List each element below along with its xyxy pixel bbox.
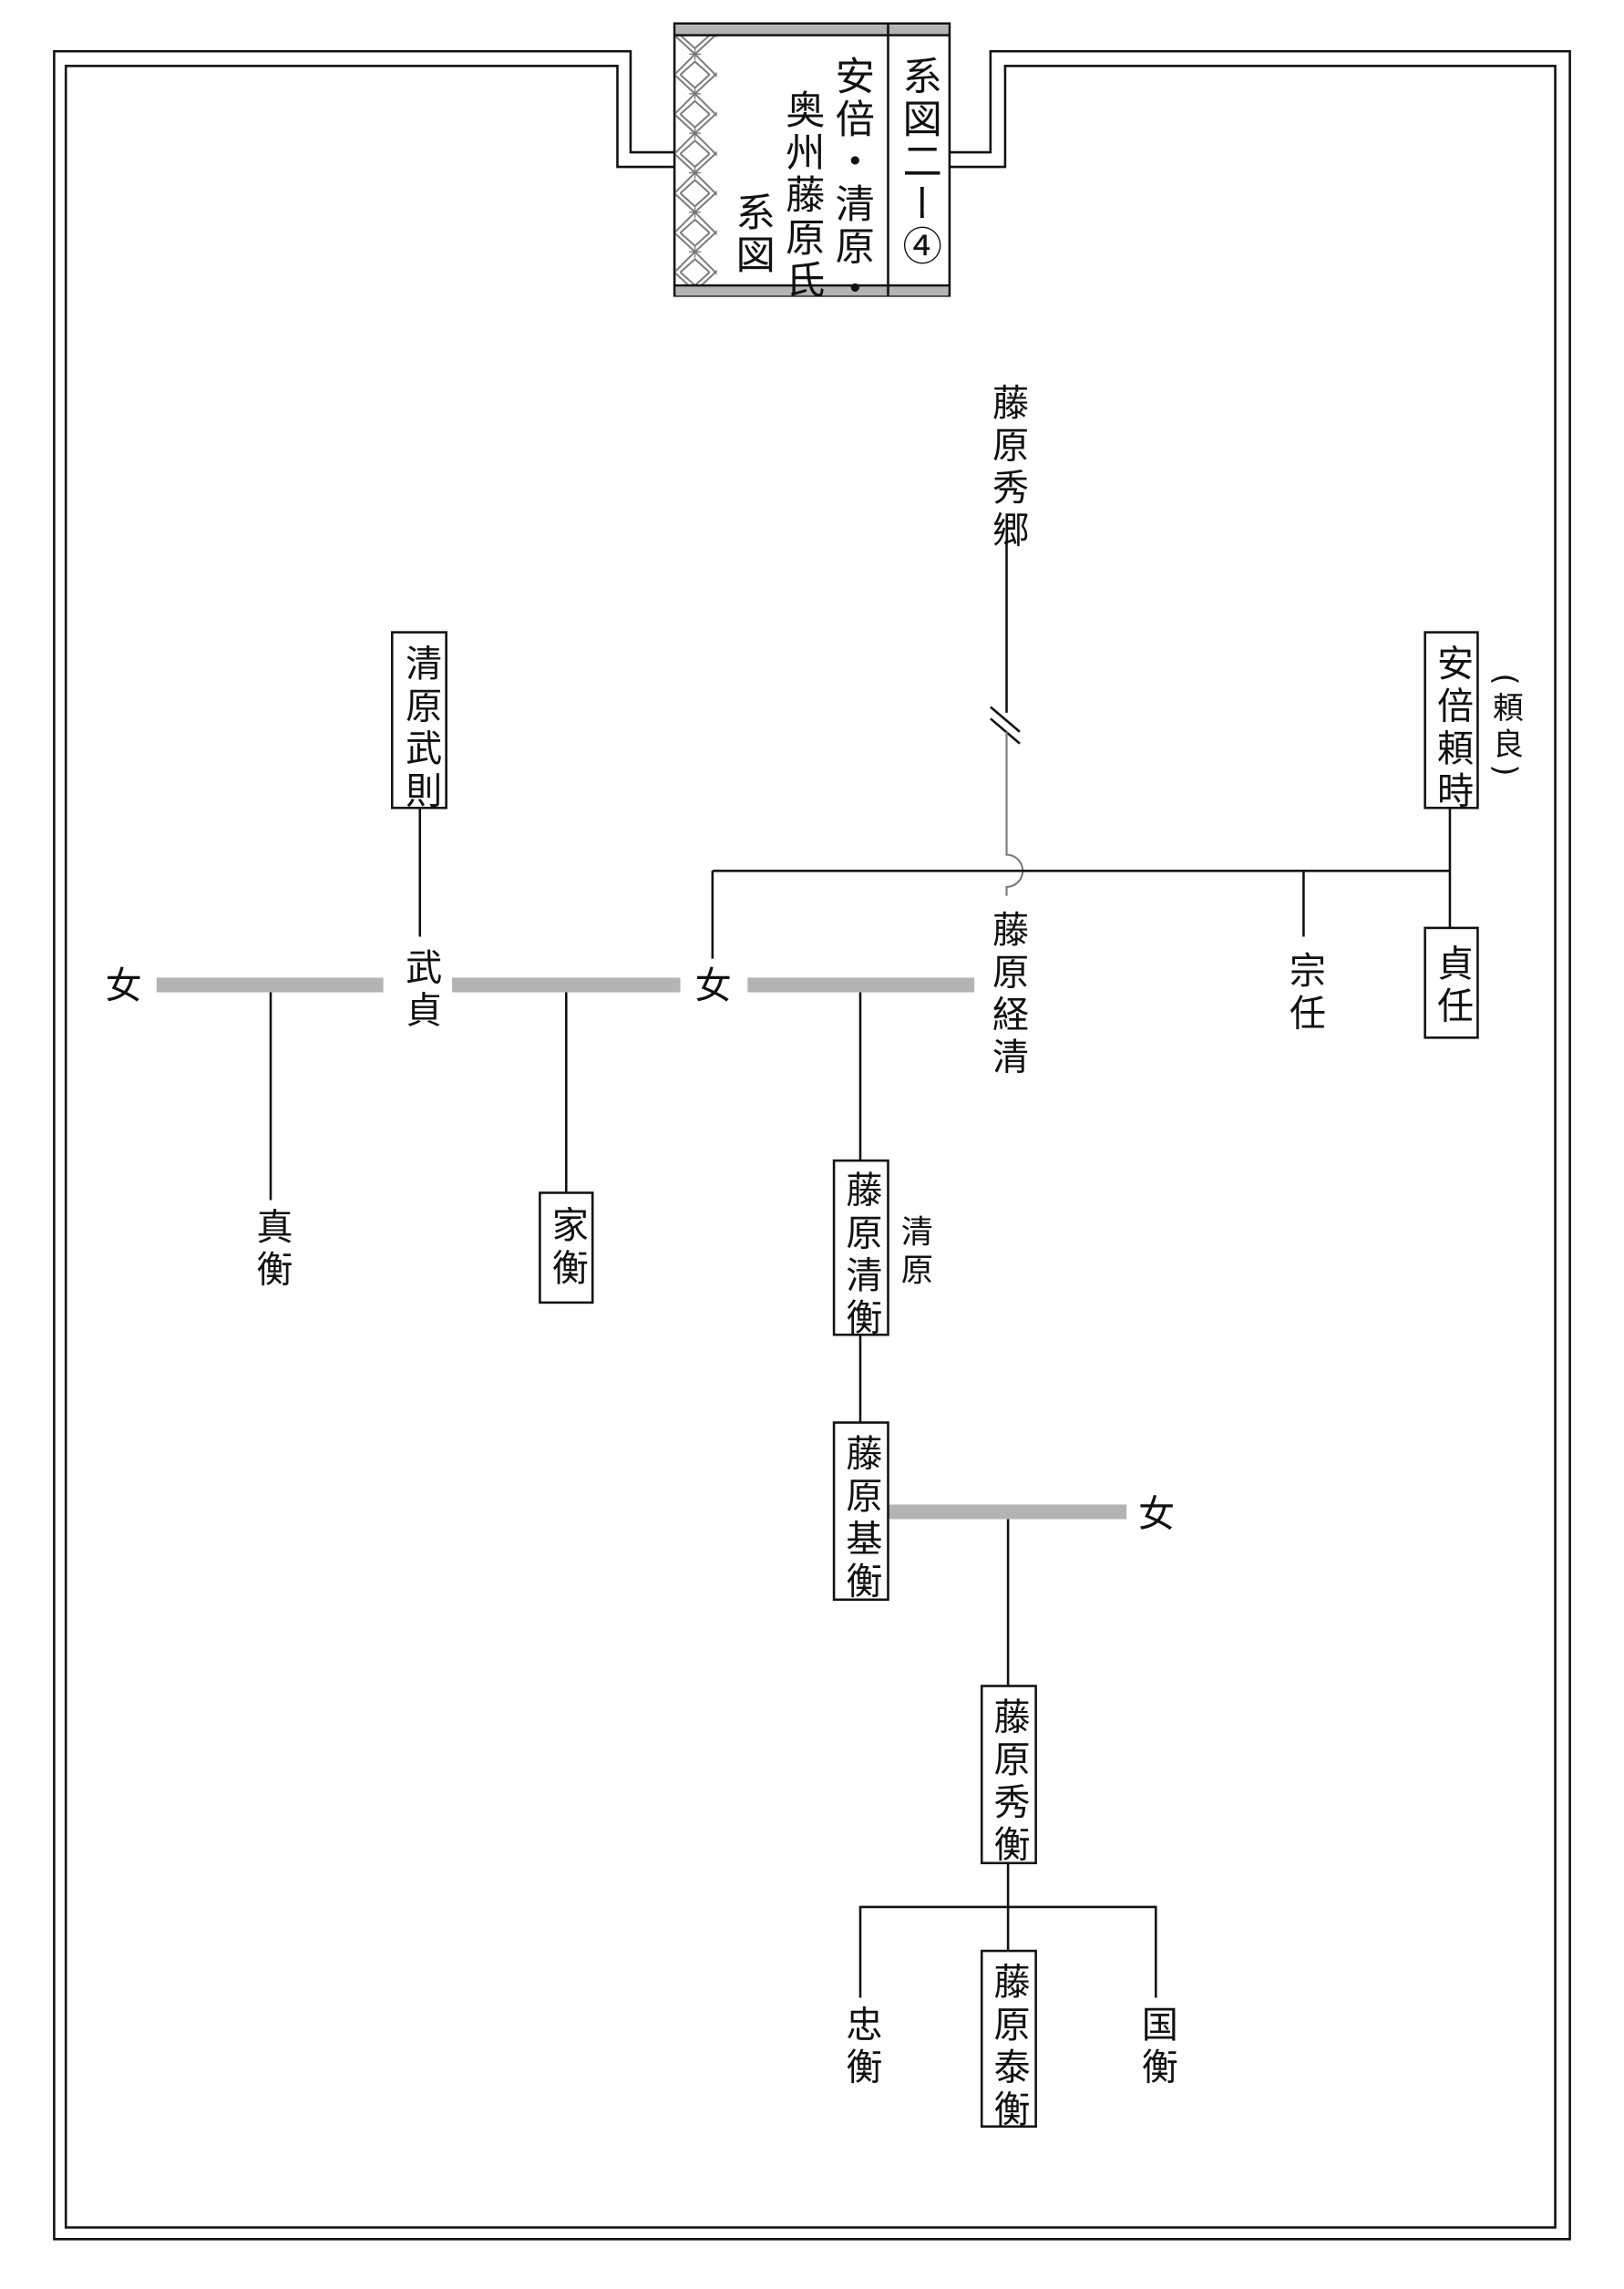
box-iehira [539, 1191, 594, 1304]
name-kunihira: 国衡 [1135, 2005, 1177, 2089]
name-takesada: 武貞 [399, 948, 441, 1033]
lineage-lines [269, 541, 1452, 1998]
name-fujiwara-hidesato: 藤原秀郷 [986, 384, 1028, 553]
title-line-2: 奥州藤原氏 [779, 89, 825, 302]
name-kiyohira-former: 清原 [896, 1215, 933, 1291]
title-pattern-strip [675, 35, 717, 286]
page-frame [53, 49, 1571, 2241]
box-kiyohara-takenori [390, 631, 447, 809]
marriage-bar [452, 977, 681, 993]
name-woman-center: 女 [695, 965, 732, 1007]
box-fujiwara-kiyohira [832, 1159, 889, 1336]
marriage-bar [888, 1504, 1127, 1520]
marriage-bar [747, 977, 975, 993]
name-sanehira: 真衡 [250, 1208, 292, 1293]
name-woman-right: 女 [1138, 1494, 1175, 1536]
name-fujiwara-hidehira: 藤原秀衡 [987, 1697, 1029, 1867]
box-abe-yoritoki [1424, 631, 1479, 809]
title-box: 系図二ー④ 安倍・清原・ 奥州藤原氏 系図 [673, 22, 951, 310]
box-fujiwara-hidehira [980, 1685, 1037, 1865]
name-tadahira: 忠衡 [839, 2005, 881, 2089]
name-fujiwara-motohira: 藤原基衡 [839, 1434, 881, 1603]
title-line-3: 系図 [729, 191, 775, 276]
marriage-bar [156, 977, 384, 993]
name-muneto: 宗任 [1282, 952, 1325, 1036]
title-line-1: 安倍・清原・ [828, 56, 874, 310]
name-iehira: 家衡 [545, 1206, 587, 1291]
name-abe-yoritoki-alias: (頼良) [1487, 674, 1523, 782]
name-fujiwara-kiyohira: 藤原清衡 [839, 1170, 881, 1340]
box-fujiwara-yasuhira [980, 1949, 1037, 2129]
name-woman-left: 女 [106, 965, 142, 1007]
name-sadato: 貞任 [1431, 944, 1474, 1029]
series-label: 系図二ー④ [896, 56, 941, 268]
name-fujiwara-yasuhira: 藤原泰衡 [987, 1963, 1029, 2132]
name-kiyohara-takenori: 清原武則 [399, 644, 441, 813]
box-fujiwara-motohira [832, 1421, 889, 1602]
name-abe-yoritoki: 安倍頼時 [1431, 644, 1473, 813]
box-sadato [1424, 926, 1479, 1039]
name-fujiwara-tsunekiyo: 藤原経清 [986, 911, 1028, 1080]
